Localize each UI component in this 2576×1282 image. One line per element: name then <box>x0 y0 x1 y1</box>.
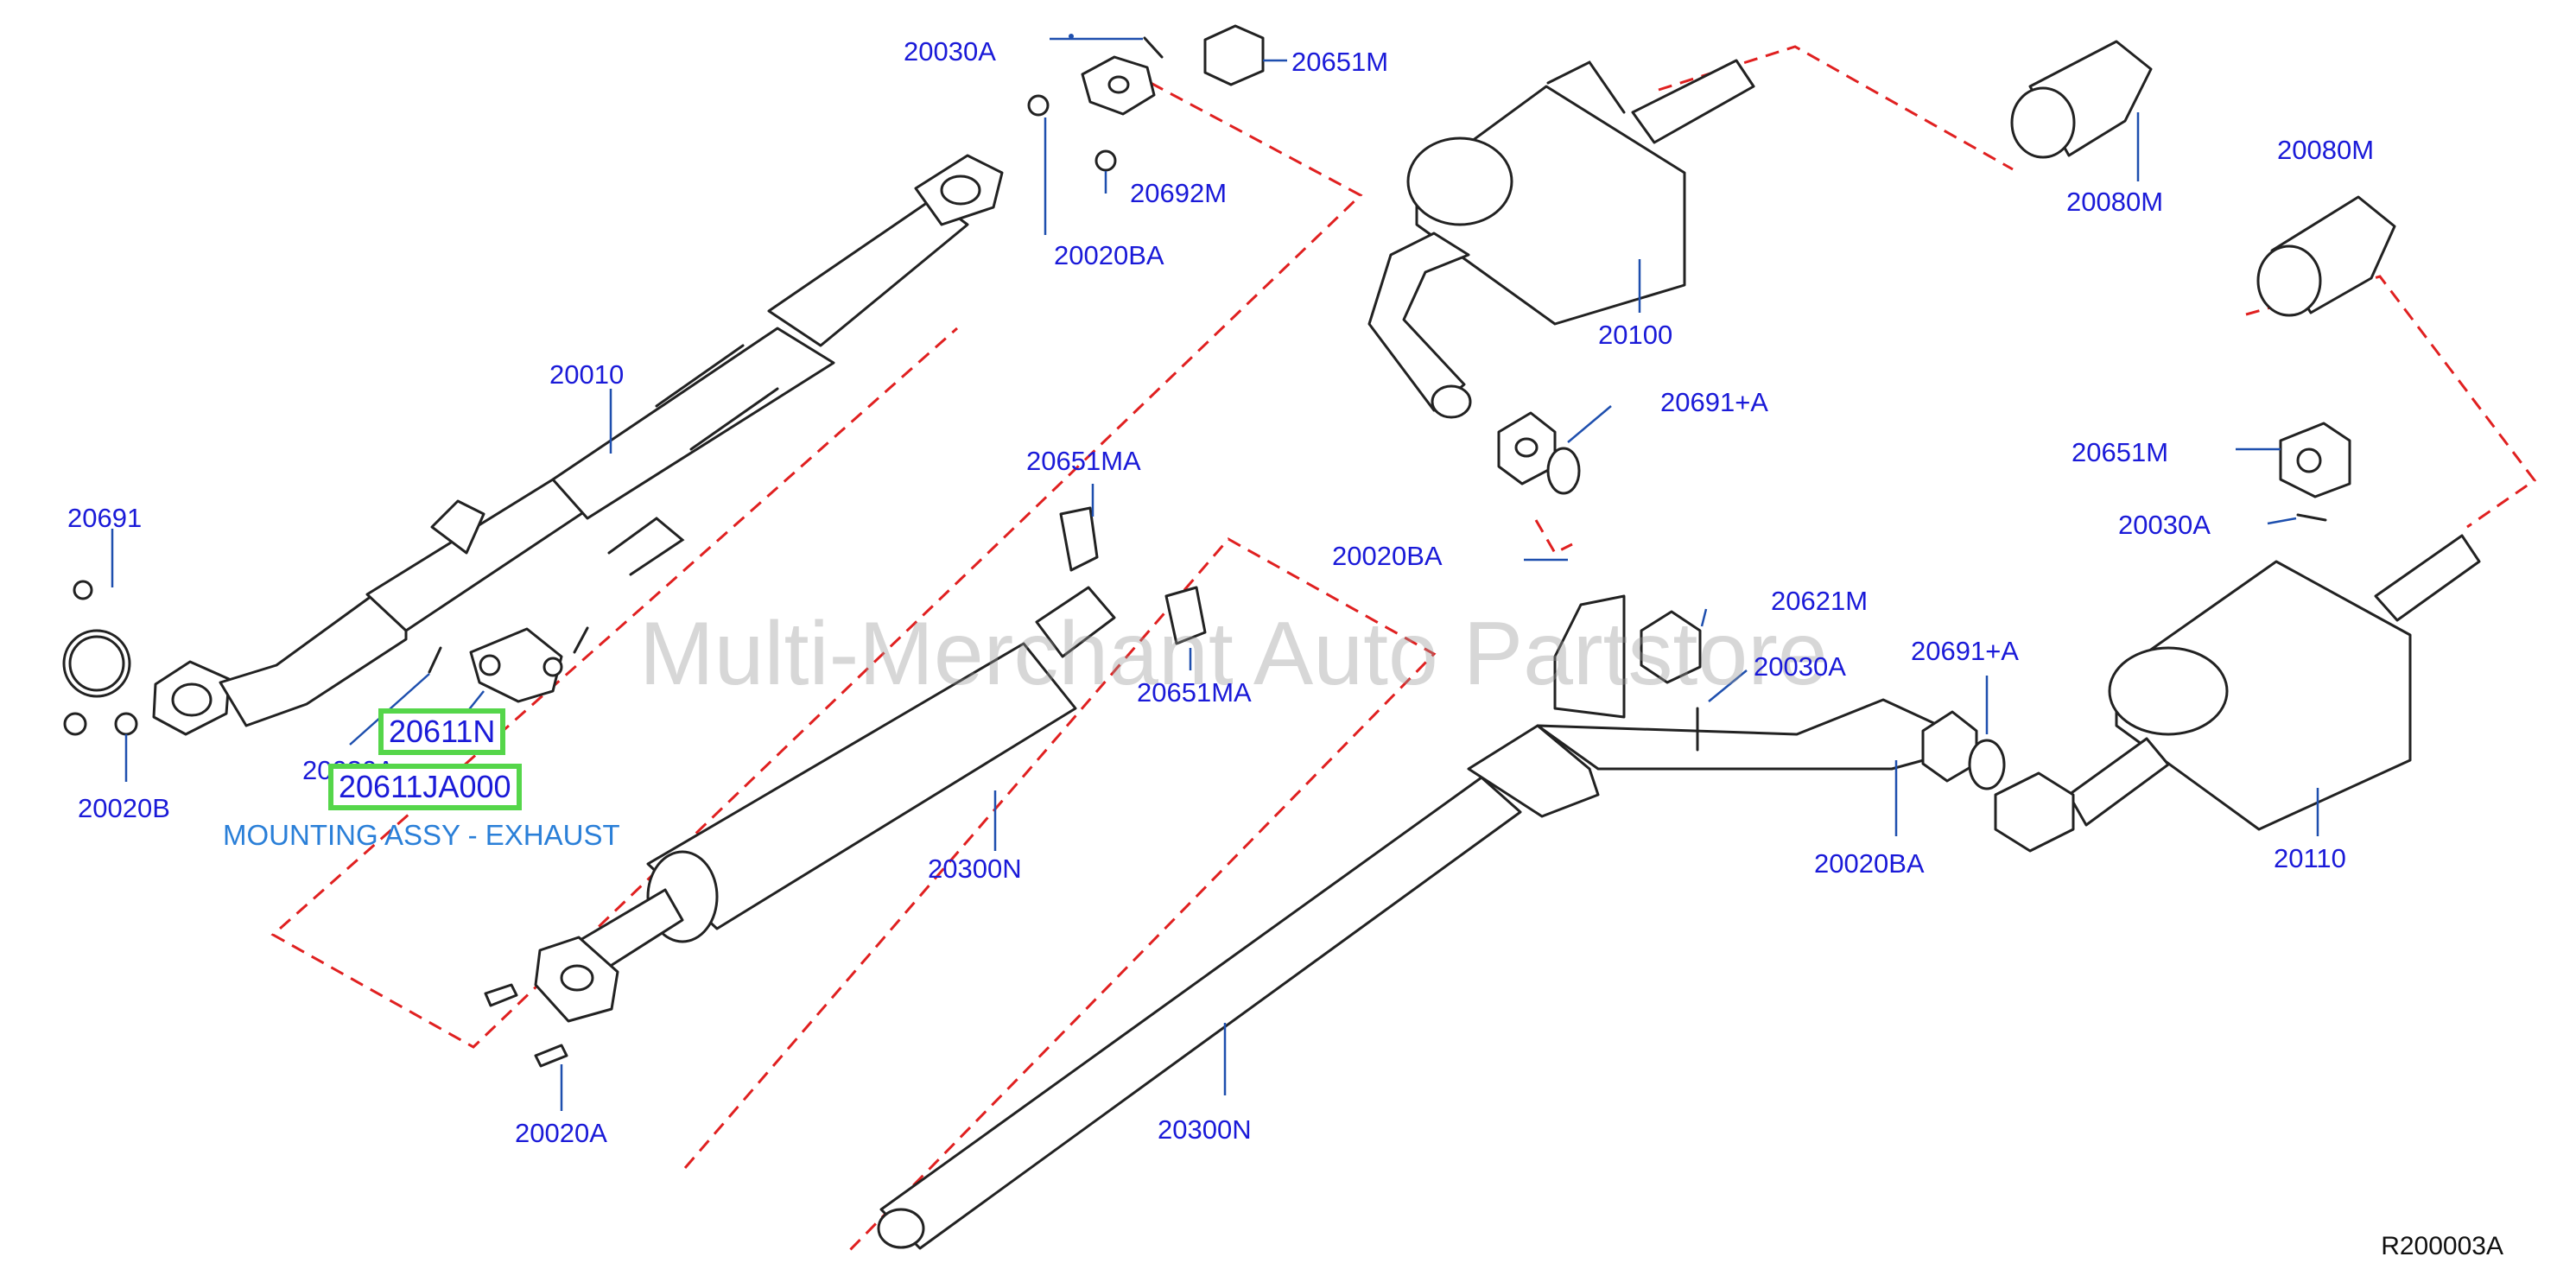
exhaust-tip-right[interactable] <box>2256 195 2396 317</box>
leader-20030A-right <box>2267 517 2297 525</box>
dash-connector-center <box>683 537 1437 1254</box>
part-label-20692M[interactable]: 20692M <box>1130 178 1228 208</box>
long-center-pipe[interactable] <box>877 594 1941 1250</box>
part-label-20030A-top[interactable]: 20030A <box>904 36 996 67</box>
rear-hanger-brackets[interactable] <box>1640 422 2351 752</box>
main-muffler[interactable] <box>1367 59 1755 419</box>
rear-muffler[interactable] <box>1994 534 2481 853</box>
part-label-20020A[interactable]: 20020A <box>515 1118 607 1148</box>
part-label-20110[interactable]: 20110 <box>2274 843 2346 873</box>
part-label-20300N-bottom[interactable]: 20300N <box>1158 1114 1252 1145</box>
front-pipe-catalytic-converter[interactable] <box>152 154 1004 736</box>
front-gasket-set[interactable] <box>62 580 138 736</box>
diagram-reference-code: R200003A <box>2381 1232 2503 1260</box>
part-label-20010[interactable]: 20010 <box>549 359 625 390</box>
part-label-20611JA000[interactable]: 20611JA000 <box>328 764 522 810</box>
part-label-20020BA-bottom[interactable]: 20020BA <box>1814 848 1925 879</box>
part-label-20621M[interactable]: 20621M <box>1771 586 1869 616</box>
part-label-20020BA-mid[interactable]: 20020BA <box>1332 541 1443 571</box>
part-label-20691A-right[interactable]: 20691+A <box>1911 636 2019 666</box>
leader-20030A-mid <box>1708 670 1748 702</box>
top-mount-hardware[interactable] <box>1027 24 1265 172</box>
part-label-20651M-right[interactable]: 20651M <box>2072 437 2169 467</box>
leader-dot <box>1069 34 1074 39</box>
center-pipe-resonator[interactable] <box>484 506 1207 1068</box>
highlight-description: MOUNTING ASSY - EXHAUST <box>223 819 620 851</box>
part-label-20651MA-top[interactable]: 20651MA <box>1026 446 1141 476</box>
leader-20691A-top <box>1567 405 1612 443</box>
part-label-20030A-mid[interactable]: 20030A <box>1754 651 1846 682</box>
part-label-20691A-top[interactable]: 20691+A <box>1660 387 1768 417</box>
exhaust-tip-top[interactable] <box>2010 40 2153 159</box>
part-label-20611N[interactable]: 20611N <box>378 708 506 755</box>
part-label-20030A-right[interactable]: 20030A <box>2118 510 2211 540</box>
part-label-20300N-mid[interactable]: 20300N <box>928 854 1022 884</box>
mounting-bracket-20611[interactable] <box>428 626 589 703</box>
part-label-20651MA-mid[interactable]: 20651MA <box>1137 677 1252 708</box>
leader-20621M <box>1700 608 1708 627</box>
mid-joint-gaskets[interactable] <box>1497 411 2006 790</box>
part-label-20100[interactable]: 20100 <box>1598 320 1673 350</box>
part-label-20080M-right[interactable]: 20080M <box>2277 135 2375 165</box>
part-label-20020B[interactable]: 20020B <box>78 793 170 823</box>
part-label-20651M-top[interactable]: 20651M <box>1291 47 1389 77</box>
part-label-20020BA-top[interactable]: 20020BA <box>1054 240 1164 270</box>
part-label-20691[interactable]: 20691 <box>67 503 143 533</box>
dash-connector-joint <box>1534 519 1573 555</box>
part-label-20080M-top[interactable]: 20080M <box>2066 187 2164 217</box>
